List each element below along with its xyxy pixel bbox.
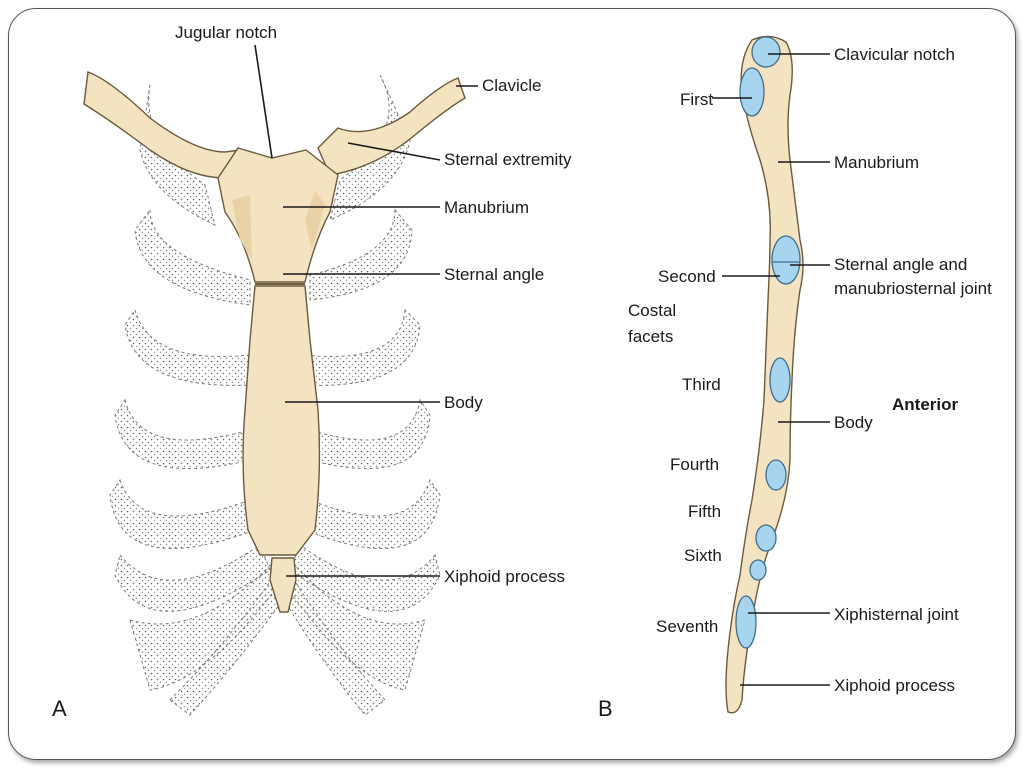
label-xiphoid-process-a: Xiphoid process bbox=[444, 567, 565, 586]
facet-fifth bbox=[755, 524, 777, 552]
label-body-b: Body bbox=[834, 413, 873, 432]
facet-clavicular bbox=[751, 36, 781, 68]
rib-right-6 bbox=[289, 544, 441, 612]
label-fifth: Fifth bbox=[688, 502, 721, 521]
label-costal: Costal bbox=[628, 301, 676, 320]
rib-left-1 bbox=[139, 84, 216, 226]
rib-right-7 bbox=[281, 559, 426, 691]
label-sternal-angle: Sternal angle bbox=[444, 265, 544, 284]
label-second: Second bbox=[658, 267, 716, 286]
label-seventh: Seventh bbox=[656, 617, 718, 636]
facet-third bbox=[769, 357, 791, 403]
rib-right-3 bbox=[304, 308, 421, 386]
label-clavicular-notch: Clavicular notch bbox=[834, 45, 955, 64]
label-clavicle: Clavicle bbox=[482, 76, 542, 95]
sternum-body-a bbox=[242, 285, 321, 556]
rib-left-3 bbox=[124, 308, 251, 386]
facet-first bbox=[739, 67, 765, 117]
label-sternal-extremity: Sternal extremity bbox=[444, 150, 572, 169]
label-jugular-notch: Jugular notch bbox=[175, 23, 277, 42]
label-first: First bbox=[680, 90, 713, 109]
label-facets: facets bbox=[628, 327, 673, 346]
label-body-a: Body bbox=[444, 393, 483, 412]
label-third: Third bbox=[682, 375, 721, 394]
label-manubrium-b: Manubrium bbox=[834, 153, 919, 172]
facet-second bbox=[771, 235, 801, 285]
panel-a-illustration bbox=[83, 44, 478, 716]
rib-right-2 bbox=[309, 208, 413, 301]
label-manubrium-a: Manubrium bbox=[444, 198, 529, 217]
label-sternal-angle-b-1: Sternal angle and bbox=[834, 255, 967, 274]
panel-letter-a: A bbox=[52, 696, 67, 721]
rib-right-5 bbox=[304, 478, 441, 549]
rib-left-4 bbox=[114, 398, 251, 470]
panel-b-illustration bbox=[712, 35, 830, 714]
rib-right-4 bbox=[309, 398, 431, 470]
facet-seventh bbox=[735, 595, 757, 649]
label-sternal-angle-b-2: manubriosternal joint bbox=[834, 279, 992, 298]
label-xiphoid-process-b: Xiphoid process bbox=[834, 676, 955, 695]
sternum-lateral-b bbox=[725, 35, 804, 714]
label-xiphisternal-joint: Xiphisternal joint bbox=[834, 605, 959, 624]
rib-right-1 bbox=[329, 74, 411, 221]
label-sixth: Sixth bbox=[684, 546, 722, 565]
label-anterior: Anterior bbox=[892, 395, 959, 414]
label-fourth: Fourth bbox=[670, 455, 719, 474]
xiphoid-a bbox=[269, 557, 297, 613]
facet-sixth bbox=[749, 559, 767, 581]
panel-letter-b: B bbox=[598, 696, 613, 721]
rib-left-2 bbox=[134, 208, 251, 306]
facet-fourth bbox=[765, 459, 787, 491]
rib-left-5 bbox=[109, 478, 256, 549]
